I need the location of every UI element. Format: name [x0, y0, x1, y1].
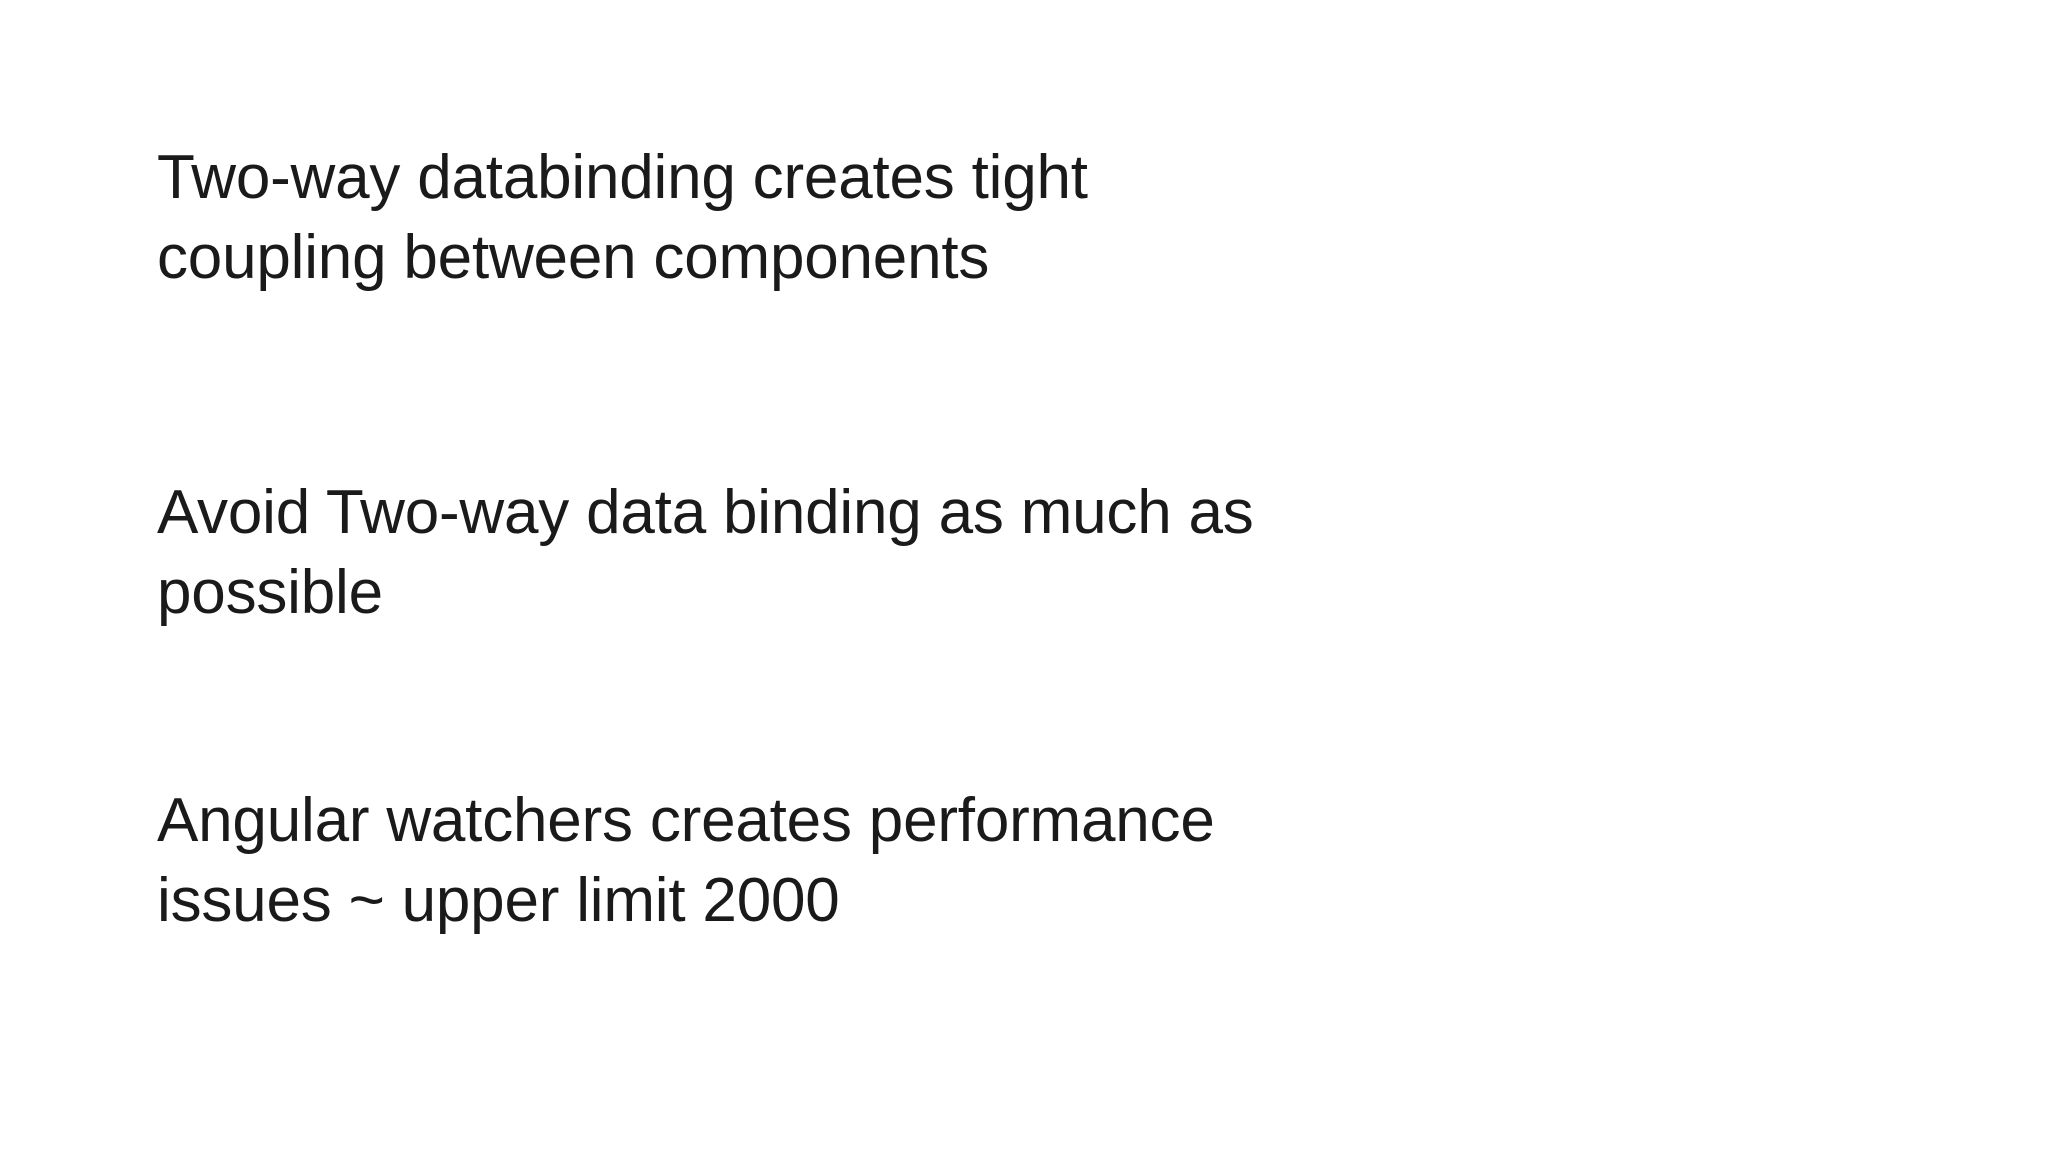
block-spacer-1 [157, 298, 1317, 473]
slide-content-body: Two-way databinding creates tight coupli… [157, 138, 1317, 941]
text-block-avoid-two-way-binding: Avoid Two-way data binding as much as po… [157, 478, 1271, 627]
block-spacer-2 [157, 633, 1317, 781]
text-block-two-way-databinding-coupling: Two-way databinding creates tight coupli… [157, 143, 1105, 292]
text-block-angular-watchers-limit: Angular watchers creates performance iss… [157, 786, 1232, 935]
